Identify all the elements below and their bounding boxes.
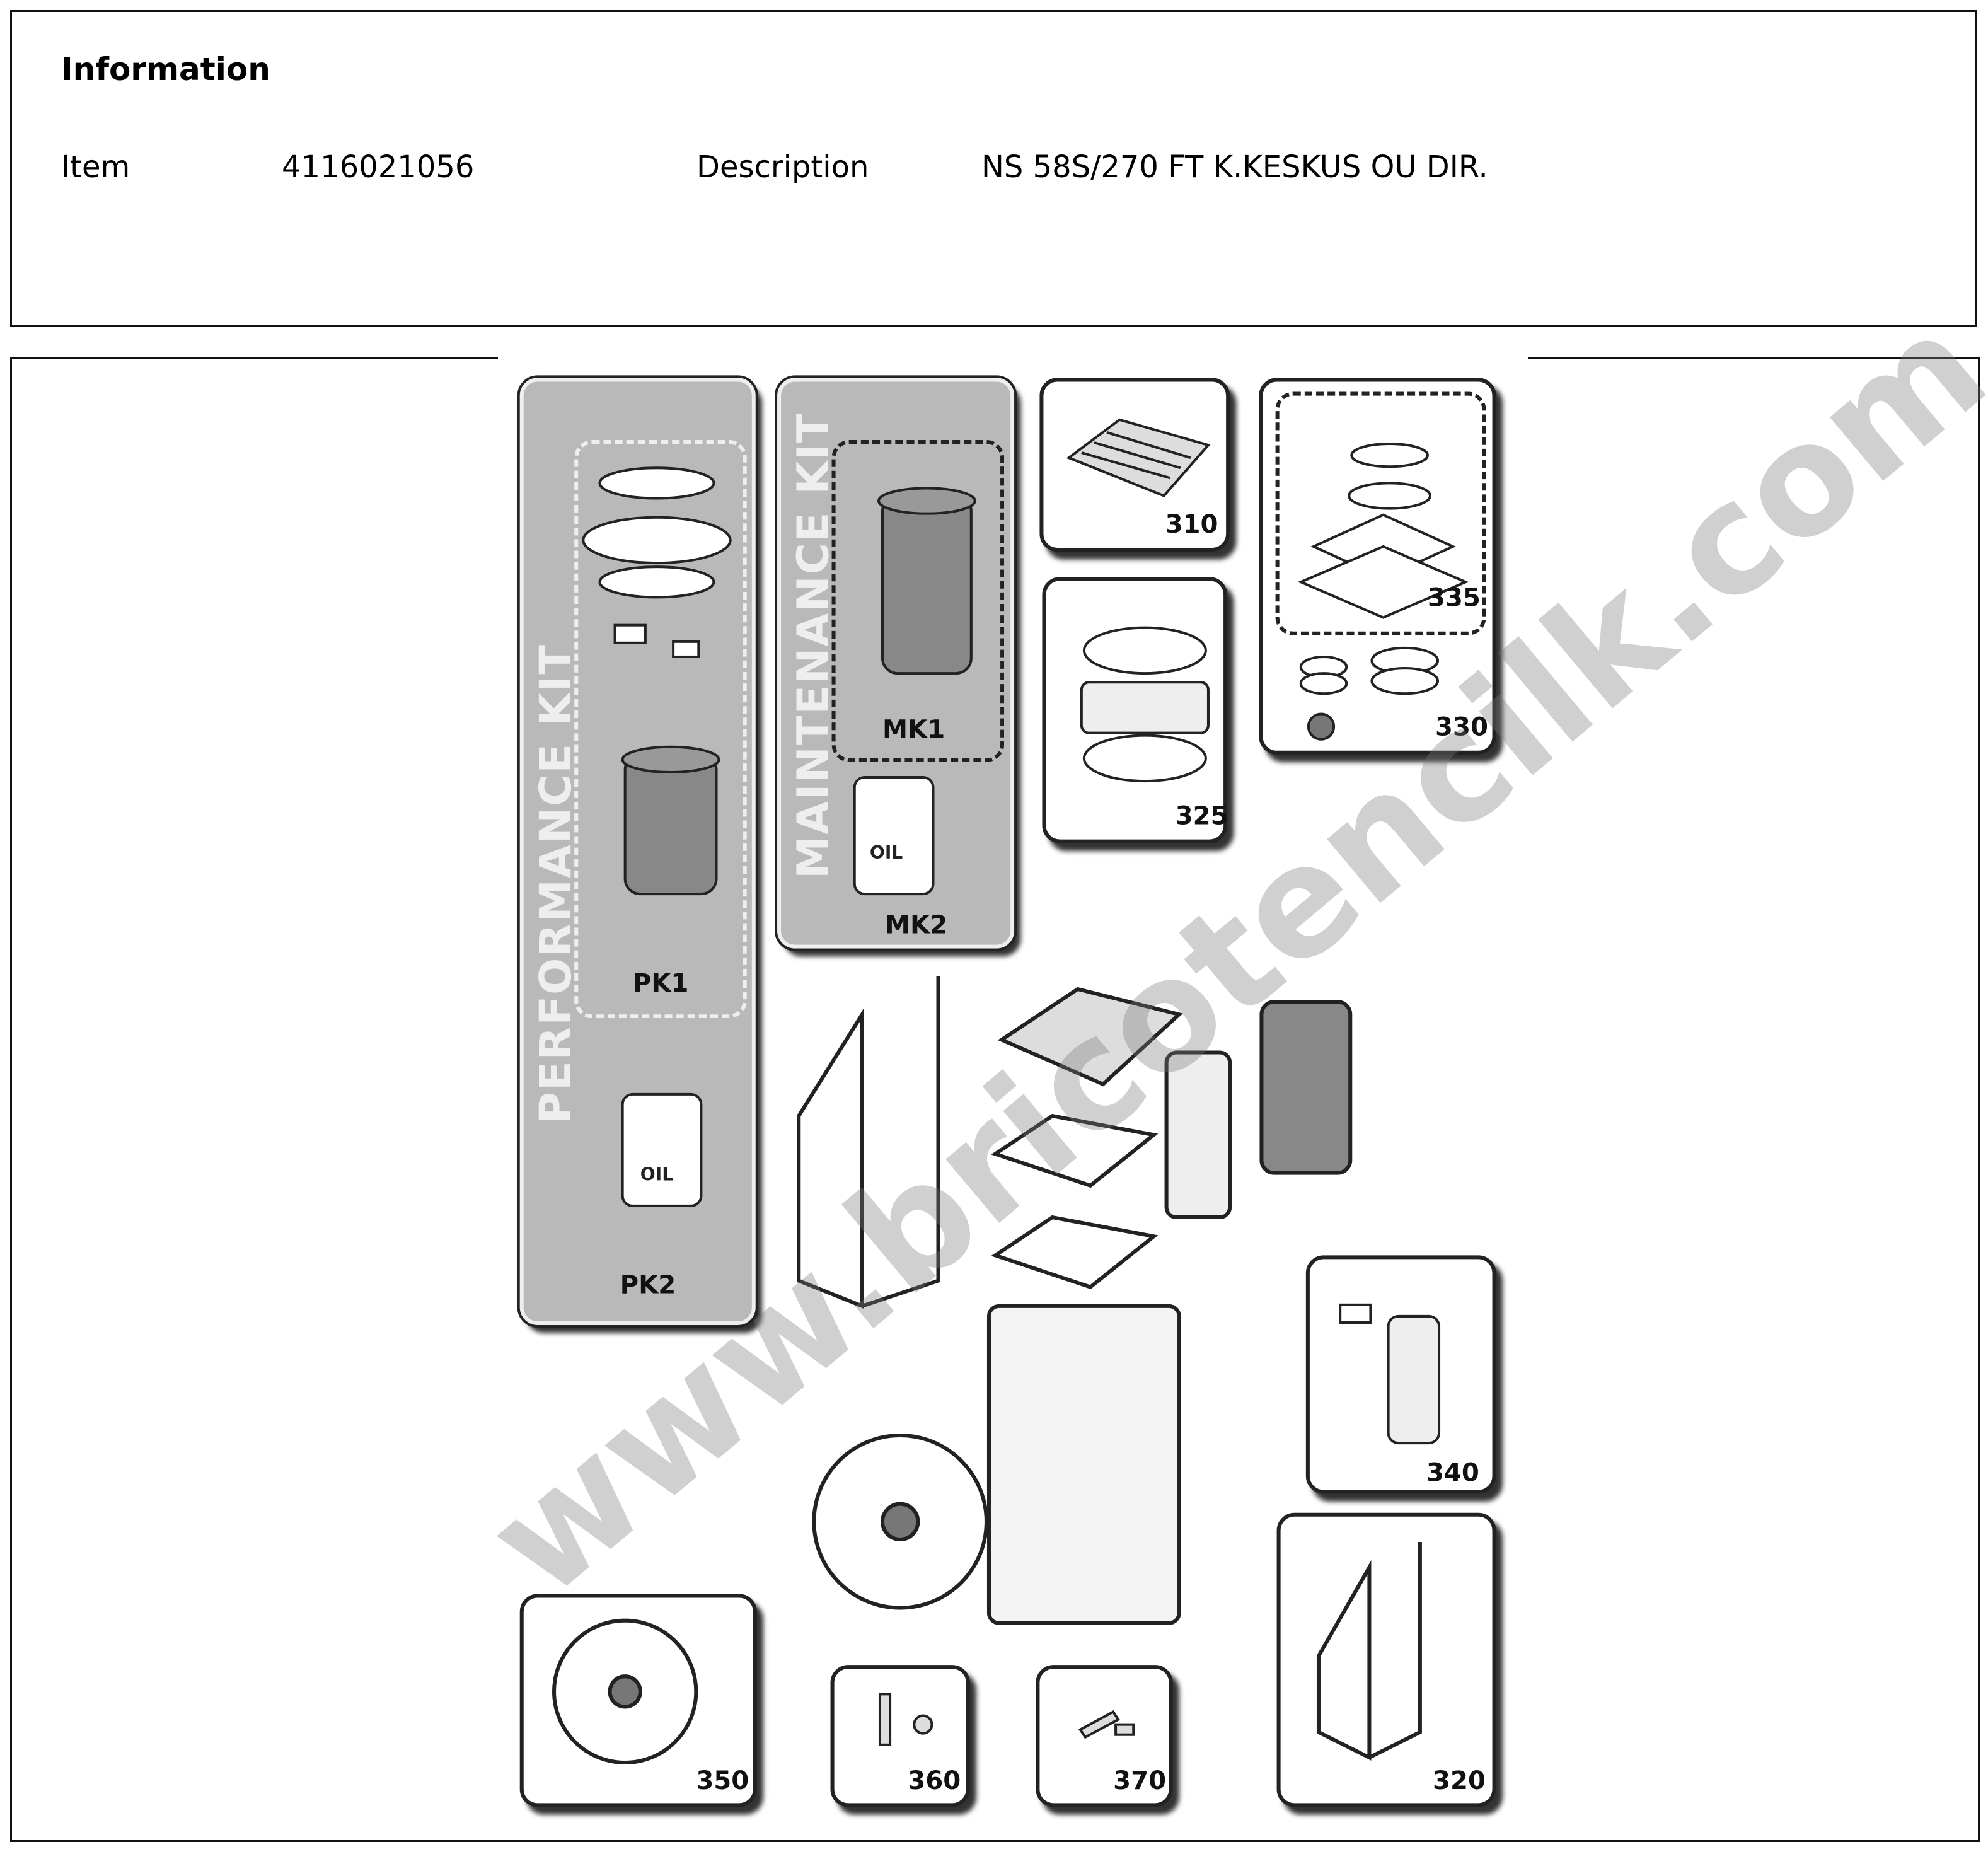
pk2-label: PK2	[620, 1269, 676, 1300]
pk2-oil-text: OIL	[640, 1164, 673, 1185]
part-330-label: 330	[1435, 711, 1488, 742]
part-320-label: 320	[1432, 1765, 1486, 1796]
mk1-label: MK1	[882, 714, 945, 744]
pk1-label: PK1	[632, 967, 689, 999]
part-335-group[interactable]	[1275, 391, 1486, 635]
mk2-label: MK2	[885, 909, 948, 940]
information-heading: Information	[61, 51, 270, 88]
information-panel: Information Item 4116021056 Description …	[10, 10, 1977, 327]
valve-pin-icon	[1078, 1710, 1135, 1739]
item-label: Item	[61, 149, 130, 185]
part-350-panel[interactable]: 350	[519, 1594, 757, 1807]
part-335-label: 335	[1427, 582, 1481, 613]
gasket-and-ring-icon	[1297, 443, 1469, 741]
part-360-label: 360	[908, 1765, 961, 1796]
maintenance-kit-panel[interactable]: MAINTENANCE KIT OIL MK1 MK2	[775, 375, 1017, 951]
cylinder-head-icon	[1066, 418, 1211, 497]
mk-parts-illustration: OIL	[853, 487, 976, 896]
part-320-panel[interactable]: 320	[1276, 1512, 1496, 1807]
part-335-330-panel[interactable]: 335 330	[1259, 378, 1496, 755]
mk2-oil-text: OIL	[870, 842, 903, 863]
pk-parts-illustration: OIL	[582, 466, 732, 1207]
gasket-set-icon	[1080, 626, 1210, 783]
part-370-label: 370	[1113, 1765, 1167, 1796]
bolt-and-plug-icon	[878, 1693, 933, 1746]
description-value: NS 58S/270 FT K.KESKUS OU DIR.	[981, 149, 1488, 185]
part-310-panel[interactable]: 310	[1039, 378, 1230, 552]
part-340-label: 340	[1426, 1457, 1479, 1488]
performance-kit-panel[interactable]: PERFORMANCE KIT OIL PK1 PK2	[517, 375, 758, 1328]
item-value: 4116021056	[282, 149, 475, 185]
part-325-label: 325	[1175, 800, 1228, 831]
compressor-pump-assembly-illustration	[797, 976, 1353, 1625]
part-310-label: 310	[1165, 508, 1218, 539]
pk1-group	[574, 439, 747, 1019]
description-label: Description	[696, 149, 869, 185]
intercooler-pipe-icon	[1339, 1303, 1441, 1445]
part-370-panel[interactable]: 370	[1036, 1665, 1173, 1807]
part-360-panel[interactable]: 360	[830, 1665, 970, 1807]
flywheel-icon	[552, 1618, 698, 1765]
part-350-label: 350	[696, 1765, 749, 1796]
frame-bracket-icon	[1316, 1541, 1422, 1761]
part-340-panel[interactable]: 340	[1305, 1255, 1496, 1494]
part-325-panel[interactable]: 325	[1042, 577, 1228, 843]
mk1-group	[831, 439, 1005, 762]
